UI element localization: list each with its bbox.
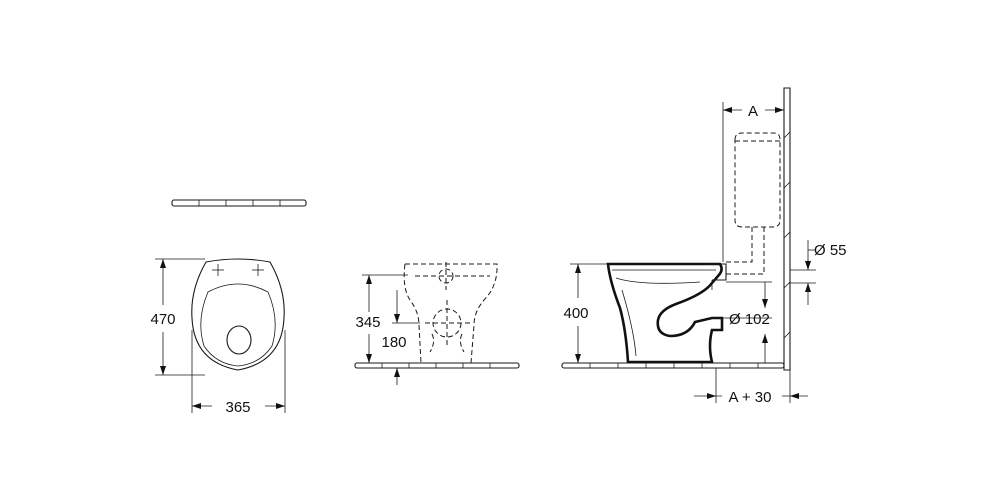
seat-cover-top-view xyxy=(171,199,307,207)
dim-a30-dimension xyxy=(694,368,808,403)
outlet-height-label: 180 xyxy=(381,334,406,351)
depth-dimension xyxy=(155,258,205,376)
bowl-height-dimension xyxy=(362,274,408,363)
outlet-diameter-dimension xyxy=(712,281,772,363)
outlet-height-dimension xyxy=(392,290,420,385)
wall xyxy=(783,87,791,371)
width-label: 365 xyxy=(225,399,250,416)
outlet-diameter-label: Ø 102 xyxy=(729,311,770,328)
total-height-dimension xyxy=(570,263,610,363)
dim-a30-label: A + 30 xyxy=(729,389,772,406)
bowl-height-label: 345 xyxy=(355,314,380,331)
bowl-top-view xyxy=(191,258,285,371)
width-dimension xyxy=(191,330,286,413)
bowl-side-view xyxy=(606,262,727,364)
total-height-label: 400 xyxy=(563,305,588,322)
inlet-diameter-dimension xyxy=(790,240,816,305)
depth-label: 470 xyxy=(150,311,175,328)
bowl-front-view xyxy=(403,262,498,364)
floor-line-front xyxy=(354,362,520,369)
dim-a-label: A xyxy=(748,103,758,120)
cistern xyxy=(724,132,781,275)
floor-line-side xyxy=(561,362,785,369)
inlet-diameter-label: Ø 55 xyxy=(814,242,847,259)
dim-a-dimension xyxy=(722,102,784,262)
